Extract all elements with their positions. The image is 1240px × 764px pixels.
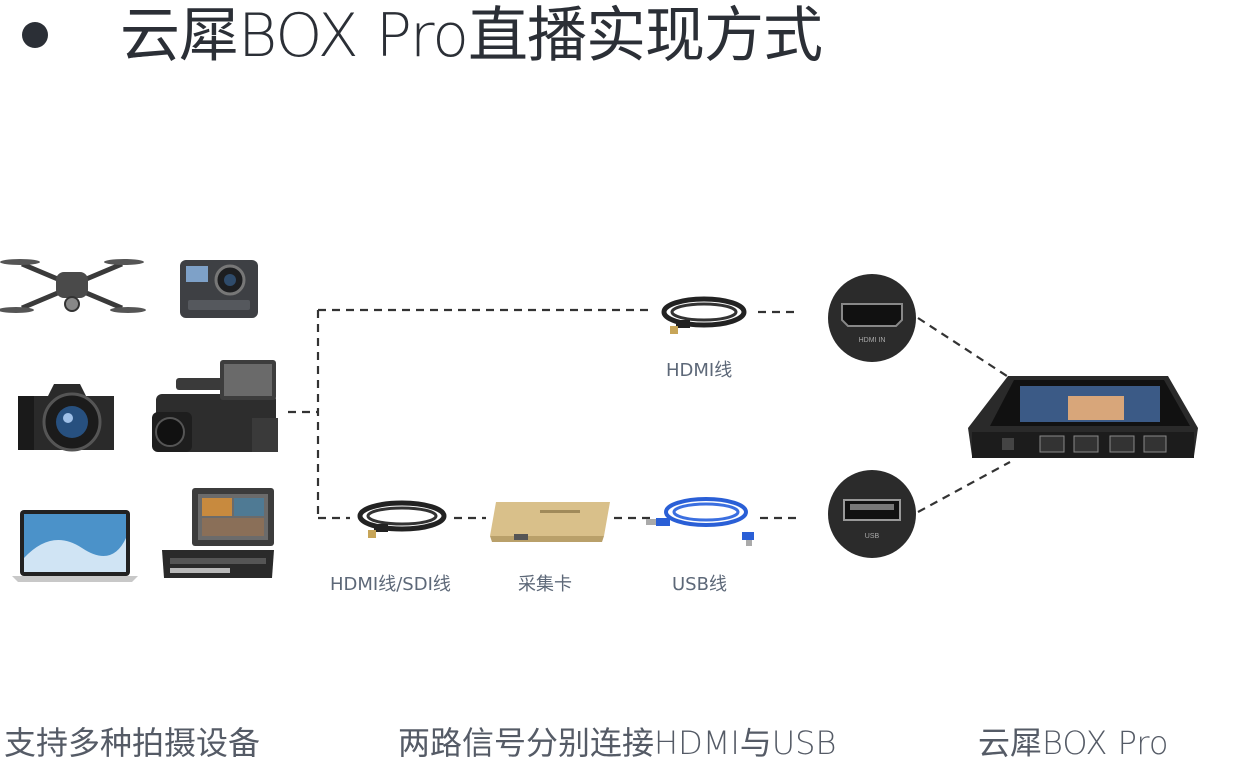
page-title: 云犀BOX Pro直播实现方式 xyxy=(120,1,823,71)
usb-port-icon: USB xyxy=(828,470,916,558)
usb-port-label: USB xyxy=(865,533,880,540)
video-switcher-icon xyxy=(162,488,274,578)
label-usb-cable: USB线 xyxy=(672,574,727,595)
laptop-icon xyxy=(12,510,138,582)
label-hdmi-cable: HDMI线 xyxy=(666,360,733,381)
action-camera-icon xyxy=(180,260,258,318)
dashed-connectors xyxy=(288,308,1011,520)
label-hdmi-sdi-cable: HDMI线/SDI线 xyxy=(330,574,451,595)
hdmi-sdi-cable-icon xyxy=(357,500,447,538)
box-pro-device-icon xyxy=(968,376,1198,458)
label-capture-card: 采集卡 xyxy=(518,574,572,595)
connector-hdmi-port-to-box xyxy=(917,317,1011,379)
footer-left-caption: 支持多种拍摄设备 xyxy=(4,724,261,762)
title-bullet xyxy=(22,22,48,48)
hdmi-port-icon: HDMI IN xyxy=(828,274,916,362)
capture-card-icon xyxy=(490,502,610,542)
camcorder-icon xyxy=(152,360,278,452)
usb-cable-icon xyxy=(646,497,754,546)
drone-icon xyxy=(0,259,146,313)
hdmi-cable-icon xyxy=(661,296,747,334)
footer-right-caption: 云犀BOX Pro xyxy=(978,724,1169,762)
hdmi-in-port-label: HDMI IN xyxy=(859,337,886,344)
connector-usb-port-to-box xyxy=(917,461,1011,513)
dslr-camera-icon xyxy=(18,384,114,452)
footer-center-caption: 两路信号分别连接HDMI与USB xyxy=(398,724,837,762)
